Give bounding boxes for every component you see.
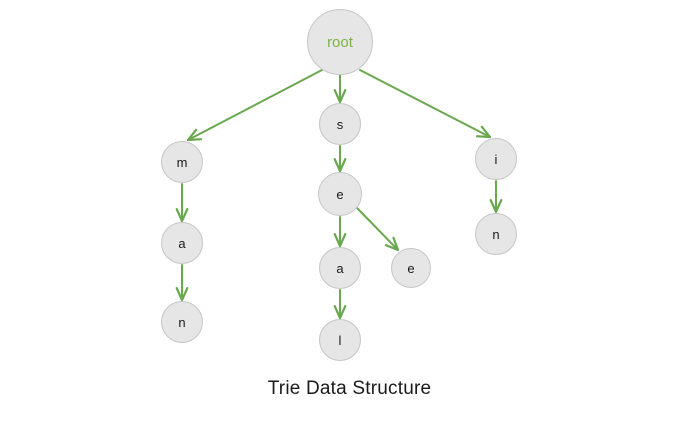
arrowhead xyxy=(333,89,347,104)
trie-node-sea[interactable]: a xyxy=(319,247,361,289)
trie-node-label: root xyxy=(327,33,353,51)
edge-root-to-s xyxy=(333,74,347,104)
edge-m-to-ma xyxy=(175,183,189,223)
arrowhead xyxy=(175,208,189,223)
edge-root-to-m xyxy=(186,69,323,142)
arrowhead xyxy=(489,199,503,214)
trie-node-in[interactable]: n xyxy=(475,213,517,255)
trie-node-man[interactable]: n xyxy=(161,301,203,343)
trie-node-seal[interactable]: l xyxy=(319,319,361,361)
arrowhead xyxy=(475,125,492,139)
arrowhead xyxy=(333,233,347,248)
trie-node-label: n xyxy=(492,226,500,242)
edge-ma-to-man xyxy=(175,264,189,302)
arrowhead xyxy=(384,236,400,252)
edge-i-to-in xyxy=(489,180,503,214)
arrowhead xyxy=(333,305,347,320)
trie-node-label: s xyxy=(336,116,344,132)
edge-sea-to-seal xyxy=(333,289,347,320)
trie-node-label: a xyxy=(178,235,186,251)
trie-node-label: e xyxy=(407,260,415,276)
edge-s-to-se xyxy=(333,145,347,173)
arrowhead xyxy=(175,287,189,302)
trie-node-i[interactable]: i xyxy=(475,138,517,180)
trie-node-root[interactable]: root xyxy=(307,9,373,75)
arrowhead xyxy=(333,158,347,173)
trie-node-label: m xyxy=(176,154,188,170)
trie-node-se[interactable]: e xyxy=(318,172,362,216)
trie-node-s[interactable]: s xyxy=(319,103,361,145)
trie-node-label: e xyxy=(336,186,344,202)
trie-node-ma[interactable]: a xyxy=(161,222,203,264)
diagram-caption: Trie Data Structure xyxy=(267,378,432,399)
edge-root-to-i xyxy=(359,69,492,139)
trie-node-label: i xyxy=(494,151,498,167)
trie-node-label: n xyxy=(178,314,186,330)
trie-node-label: a xyxy=(336,260,344,276)
trie-node-m[interactable]: m xyxy=(161,141,203,183)
edge-se-to-sea xyxy=(333,216,347,248)
edge-se-to-see xyxy=(356,207,400,252)
trie-node-label: l xyxy=(338,332,342,348)
arrowhead xyxy=(186,128,203,142)
trie-node-see[interactable]: e xyxy=(391,248,431,288)
